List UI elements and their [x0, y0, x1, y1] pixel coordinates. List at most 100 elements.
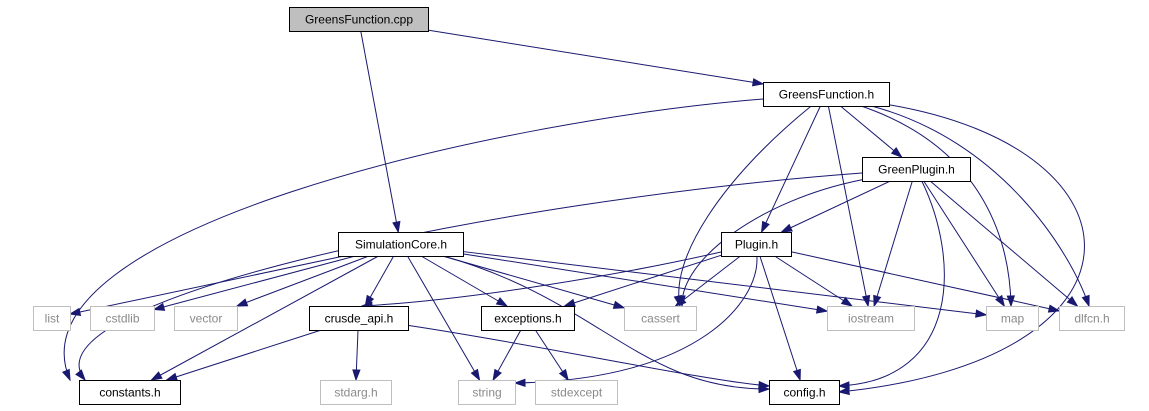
edge-line [69, 255, 345, 315]
arrowhead [837, 386, 850, 396]
edge-greensfunction-h-to-iostream [827, 105, 871, 308]
node-simulationcore-h[interactable]: SimulationCore.h [338, 232, 464, 257]
arrowhead [760, 220, 770, 234]
node-map: map [986, 306, 1039, 331]
edge-line [781, 180, 891, 233]
node-label: vector [190, 312, 223, 326]
arrowhead [1047, 304, 1061, 313]
arrowhead [61, 368, 71, 382]
node-greenplugin-h[interactable]: GreenPlugin.h [862, 157, 971, 182]
arrowhead [612, 300, 626, 309]
node-label: Plugin.h [735, 238, 778, 252]
arrowhead [815, 305, 829, 314]
edge-line [443, 255, 770, 390]
node-label: SimulationCore.h [355, 238, 447, 252]
edge-simulationcore-h-to-constants-h [150, 255, 379, 381]
node-greensfunction-h[interactable]: GreensFunction.h [763, 82, 890, 107]
edge-line [759, 255, 801, 381]
node-box [986, 306, 1039, 331]
arrowhead [352, 369, 361, 382]
edge-greensfunction-h-to-config-h [837, 104, 1085, 396]
arrowhead [152, 302, 166, 311]
edge-line [166, 329, 322, 381]
node-box [320, 380, 392, 405]
node-box [769, 380, 840, 405]
edge-greensfunction-h-to-greenplugin-h [840, 105, 903, 158]
edge-line [153, 255, 356, 310]
node-constants-h[interactable]: constants.h [79, 380, 181, 405]
node-label: exceptions.h [494, 312, 561, 326]
edge-line [827, 105, 869, 307]
edge-plugin-h-to-string [513, 255, 758, 388]
edge-line [761, 105, 821, 233]
edge-plugin-h-to-exceptions-h [563, 254, 722, 307]
node-box [763, 82, 890, 107]
edge-plugin-h-to-iostream [774, 255, 854, 307]
node-box [174, 306, 238, 331]
node-plugin-h[interactable]: Plugin.h [721, 232, 792, 257]
edge-plugin-h-to-config-h [759, 255, 801, 382]
node-vector: vector [174, 306, 238, 331]
node-box [721, 232, 792, 257]
arrowhead [75, 369, 86, 382]
arrowhead [165, 372, 178, 381]
edge-simulationcore-h-to-cstdlib [152, 255, 356, 311]
edge-line [675, 255, 741, 307]
node-label: GreenPlugin.h [878, 163, 955, 177]
node-box [458, 380, 516, 405]
node-label: stdarg.h [334, 386, 377, 400]
nodes-layer: GreensFunction.cppGreensFunction.hGreenP… [33, 7, 1125, 405]
edge-greenplugin-h-to-constants-h [75, 172, 863, 382]
node-greensfunction-cpp[interactable]: GreensFunction.cpp [289, 7, 429, 32]
arrowhead [470, 368, 481, 382]
arrowhead [1081, 294, 1090, 308]
edge-simulationcore-h-to-vector [235, 255, 370, 307]
edge-greensfunction-h-to-constants-h [61, 98, 764, 382]
edge-line [838, 180, 945, 387]
arrowhead [780, 223, 793, 233]
edge-greenplugin-h-to-dlfcn-h [929, 180, 1079, 307]
edge-simulationcore-h-to-crusde-api-h [364, 255, 395, 308]
edge-line [361, 251, 722, 307]
node-dlfcn-h: dlfcn.h [1059, 306, 1125, 331]
edge-simulationcore-h-to-exceptions-h [420, 255, 509, 307]
edge-exceptions-h-to-stdexcept [534, 329, 569, 382]
edge-line [873, 180, 913, 307]
node-box [862, 157, 971, 182]
arrowhead [792, 368, 801, 382]
node-box [624, 306, 697, 331]
edge-line [790, 251, 1060, 312]
arrowhead [392, 220, 401, 234]
edge-line [78, 172, 863, 381]
arrowhead [758, 380, 771, 390]
edge-crusde-api-h-to-config-h [407, 324, 771, 390]
arrowhead [751, 78, 765, 87]
node-label: iostream [848, 312, 894, 326]
edge-line [838, 104, 1085, 393]
node-label: dlfcn.h [1074, 312, 1109, 326]
edge-line [462, 253, 828, 312]
node-label: config.h [783, 386, 825, 400]
node-label: stdexcept [551, 386, 603, 400]
node-box [79, 380, 181, 405]
node-label: crusde_api.h [325, 312, 394, 326]
edge-crusde-api-h-to-constants-h [165, 329, 322, 381]
node-cstdlib: cstdlib [90, 306, 155, 331]
edge-line [407, 255, 480, 381]
node-config-h[interactable]: config.h [769, 380, 840, 405]
node-exceptions-h[interactable]: exceptions.h [481, 306, 575, 331]
node-crusde-api-h[interactable]: crusde_api.h [309, 306, 409, 331]
edge-line [420, 255, 508, 307]
node-label: string [472, 386, 501, 400]
node-label: GreensFunction.cpp [305, 13, 413, 27]
edge-line [860, 105, 1012, 307]
edge-simulationcore-h-to-list [68, 255, 345, 317]
edge-exceptions-h-to-string [492, 329, 522, 382]
edge-line [678, 105, 812, 307]
edge-line [774, 255, 853, 307]
arrowhead [1066, 295, 1079, 307]
edge-line [929, 180, 1078, 307]
edge-line [236, 255, 370, 307]
node-cassert: cassert [624, 306, 697, 331]
node-box [33, 306, 71, 331]
